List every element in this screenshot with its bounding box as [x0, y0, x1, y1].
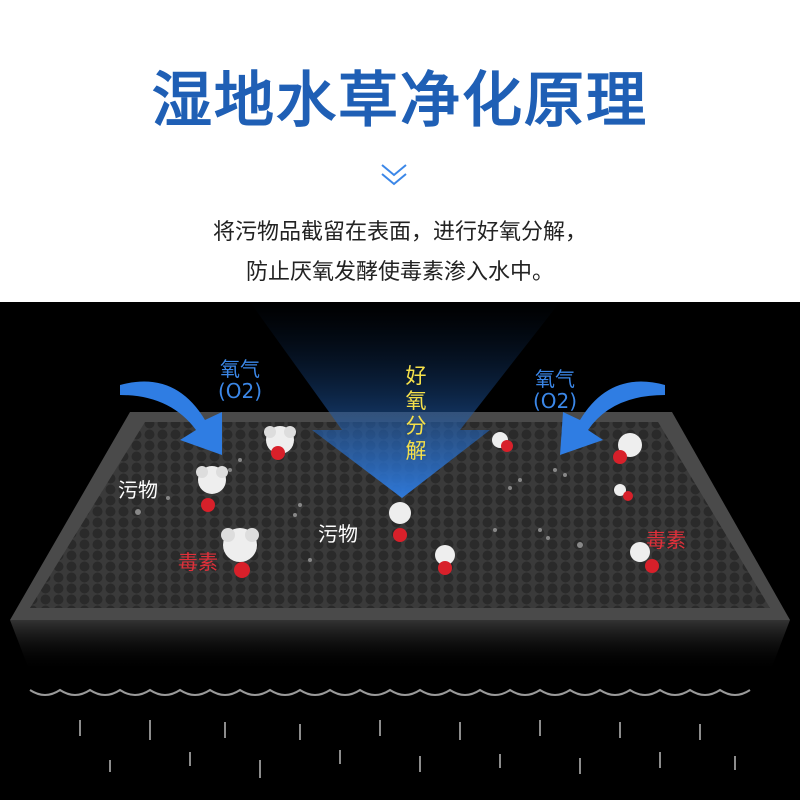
pollutant-blobs: [196, 426, 650, 565]
toxin-dots: [201, 440, 659, 578]
subtitle-line-2: 防止厌氧发酵使毒素渗入水中。: [245, 260, 554, 285]
header-area: 湿地水草净化原理 将污物品截留在表面，进行好氧分解， 防止厌氧发酵使毒素渗入水中…: [0, 0, 800, 302]
pollutant-label-center: 污物: [318, 522, 358, 546]
diagram-graphic: [10, 302, 790, 778]
chevron-down-icon: [381, 164, 407, 186]
pollutant-label-left: 污物: [118, 478, 158, 502]
right-oxygen-label: 氧气 (O2): [532, 367, 578, 413]
toxin-label-left: 毒素: [178, 550, 218, 574]
right-oxygen-arrow: [560, 381, 665, 455]
water-drips: [79, 720, 736, 778]
left-oxygen-arrow: [120, 381, 222, 455]
left-oxygen-label: 氧气 (O2): [217, 357, 263, 403]
pollutant-particles: [135, 458, 583, 562]
aerobic-decomposition-label: 好 氧 分 解: [405, 364, 427, 463]
root-layer: [29, 688, 751, 696]
page-title: 湿地水草净化原理: [152, 66, 648, 136]
subtitle-line-1: 将污物品截留在表面，进行好氧分解，: [212, 220, 587, 245]
diagram-scene: 氧气 (O2) 氧气 (O2) 好 氧 分 解 污物 污物 毒素 毒素: [0, 302, 800, 800]
center-arrow: [250, 302, 560, 498]
toxin-label-right: 毒素: [646, 528, 686, 552]
